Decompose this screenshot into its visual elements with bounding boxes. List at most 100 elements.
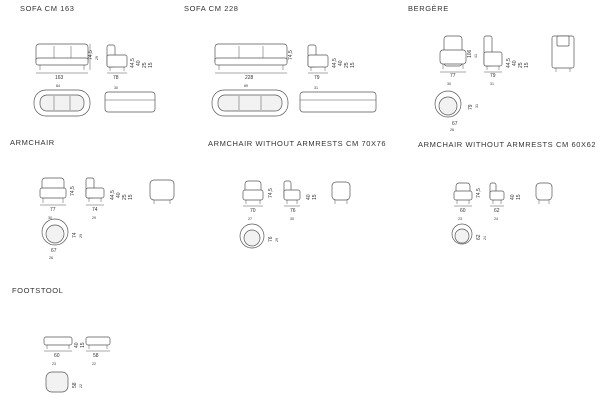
armless-76-front-view bbox=[242, 180, 264, 207]
sofa-228-depth: 79 bbox=[314, 75, 320, 81]
sofa-163-height-sub: 29 bbox=[95, 56, 99, 60]
bergere-top-view bbox=[434, 90, 462, 118]
sofa-228-seat-height: 40 bbox=[338, 60, 344, 66]
sofa-163-height: 74,5 bbox=[88, 50, 94, 60]
armchair-sub-2: 15 bbox=[128, 194, 134, 200]
footstool-sub: 15 bbox=[80, 342, 86, 348]
armchair-width: 77 bbox=[50, 207, 56, 213]
bergere-top-sub-side: 31 bbox=[475, 104, 479, 108]
sofa-163-side-view bbox=[106, 44, 128, 74]
title-sofa-163: SOFA CM 163 bbox=[20, 4, 75, 13]
armchair-top-view bbox=[41, 218, 69, 246]
armless-76-sub: 15 bbox=[312, 194, 318, 200]
bergere-depth: 79 bbox=[490, 73, 496, 79]
armless-62-front-view bbox=[453, 182, 473, 207]
sofa-228-back-view bbox=[299, 91, 377, 113]
footstool-side-view bbox=[85, 336, 111, 352]
footstool-top-side: 58 bbox=[72, 382, 78, 388]
armchair-depth: 74 bbox=[92, 207, 98, 213]
armless-62-top-sub: 24 bbox=[483, 236, 487, 240]
armless-76-side-view bbox=[283, 180, 301, 207]
bergere-top-side: 79 bbox=[468, 104, 474, 110]
armless-76-drawings: 70 27 74,5 76 30 40 15 76 29 bbox=[239, 180, 351, 249]
footstool-depth: 58 bbox=[93, 353, 99, 359]
title-sofa-228: SOFA CM 228 bbox=[184, 4, 239, 13]
sofa-228-sub-1: 25 bbox=[344, 62, 350, 68]
armchair-height: 74,5 bbox=[70, 186, 76, 196]
bergere-side-view bbox=[483, 35, 503, 73]
armchair-top-sub: 26 bbox=[49, 256, 53, 260]
footstool-top-sub: 22 bbox=[79, 384, 83, 388]
sofa-228-drawings: 228 74,5 79 44,5 40 25 15 89 31 bbox=[211, 43, 377, 117]
sofa-163-depth: 78 bbox=[113, 75, 119, 81]
bergere-top-front: 67 bbox=[452, 121, 458, 127]
armchair-top-side-sub: 29 bbox=[79, 234, 83, 238]
armless-62-top-view bbox=[451, 223, 473, 245]
title-armless-62: ARMCHAIR WITHOUT ARMRESTS CM 60X62 bbox=[418, 140, 597, 149]
armless-76-depth-sub: 30 bbox=[290, 217, 294, 221]
bergere-sub-2: 15 bbox=[524, 62, 530, 68]
armchair-back-view bbox=[149, 179, 175, 204]
title-armless-76: ARMCHAIR WITHOUT ARMRESTS CM 70X76 bbox=[208, 139, 387, 148]
bergere-depth-sub: 31 bbox=[490, 82, 494, 86]
armless-62-sub: 15 bbox=[516, 194, 522, 200]
armchair-width-sub: 30 bbox=[48, 216, 52, 220]
armless-62-depth-sub: 24 bbox=[494, 217, 498, 221]
bergere-width-sub: 30 bbox=[447, 82, 451, 86]
sofa-163-top-width: 84 bbox=[56, 84, 60, 88]
bergere-height: 106 bbox=[467, 49, 473, 58]
sofa-228-top-view bbox=[211, 89, 289, 117]
armless-62-width: 60 bbox=[460, 208, 466, 214]
bergere-front-view bbox=[439, 35, 467, 73]
bergere-top-sub: 26 bbox=[450, 128, 454, 132]
armchair-sub-1: 25 bbox=[122, 194, 128, 200]
footstool-drawings: 60 23 40 15 58 22 58 22 bbox=[43, 336, 111, 393]
sofa-228-front-view bbox=[214, 43, 288, 74]
sofa-163-back-view bbox=[104, 91, 156, 113]
sofa-163-sub-1: 25 bbox=[142, 62, 148, 68]
title-armchair: ARMCHAIR bbox=[10, 138, 55, 147]
sofa-228-arm-height: 44,5 bbox=[332, 58, 338, 68]
armless-76-height: 74,5 bbox=[268, 188, 274, 198]
armless-76-width-sub: 27 bbox=[248, 217, 252, 221]
armchair-side-view bbox=[85, 177, 105, 206]
armchair-seat-height: 40 bbox=[116, 192, 122, 198]
sofa-163-side-depth: 30 bbox=[114, 86, 118, 90]
footstool-height: 40 bbox=[74, 342, 80, 348]
armless-62-top-side: 62 bbox=[476, 234, 482, 240]
sofa-163-front-view bbox=[35, 43, 91, 74]
footstool-depth-sub: 22 bbox=[92, 362, 96, 366]
sofa-228-height: 74,5 bbox=[288, 50, 294, 60]
armchair-front-view bbox=[39, 177, 67, 206]
sofa-163-sub-2: 15 bbox=[148, 62, 154, 68]
armchair-top-side: 74 bbox=[72, 232, 78, 238]
sofa-228-side-view bbox=[307, 44, 329, 74]
bergere-seat-height: 40 bbox=[512, 60, 518, 66]
sofa-228-top-width: 89 bbox=[244, 84, 248, 88]
footstool-width-sub: 23 bbox=[52, 362, 56, 366]
title-bergere: BERGÈRE bbox=[408, 4, 449, 13]
sofa-163-top-view bbox=[33, 89, 91, 117]
armless-62-drawings: 60 23 74,5 62 24 40 15 62 24 bbox=[451, 182, 553, 245]
footstool-top-view bbox=[45, 371, 69, 393]
armless-62-height: 74,5 bbox=[476, 188, 482, 198]
armless-62-depth: 62 bbox=[494, 208, 500, 214]
armless-76-top-side: 76 bbox=[268, 236, 274, 242]
bergere-arm-height: 44,5 bbox=[506, 58, 512, 68]
sofa-163-arm-height: 44,5 bbox=[130, 58, 136, 68]
armless-76-width: 70 bbox=[250, 208, 256, 214]
sofa-163-seat-height: 40 bbox=[136, 60, 142, 66]
armchair-top-front: 67 bbox=[51, 248, 57, 254]
armless-62-width-sub: 23 bbox=[458, 217, 462, 221]
armless-76-back-view bbox=[331, 181, 351, 204]
armless-76-top-view bbox=[239, 223, 265, 249]
armchair-drawings: 77 30 74,5 74 29 44,5 40 25 15 74 29 67 … bbox=[39, 177, 175, 260]
bergere-back-view bbox=[551, 35, 575, 72]
armless-76-top-sub: 29 bbox=[275, 238, 279, 242]
sofa-228-sub-2: 15 bbox=[350, 62, 356, 68]
armless-76-depth: 76 bbox=[290, 208, 296, 214]
bergere-width: 77 bbox=[450, 73, 456, 79]
footstool-front-view bbox=[43, 336, 73, 352]
armless-76-seat-height: 40 bbox=[306, 194, 312, 200]
